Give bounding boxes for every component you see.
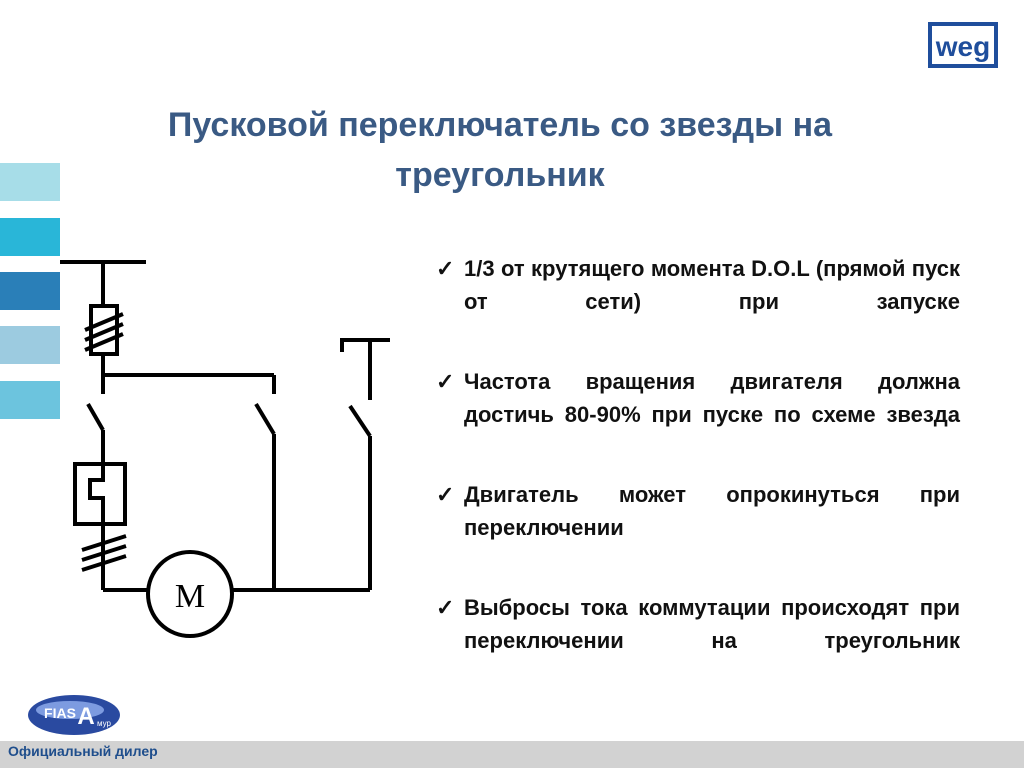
fias-amur-logo: FIAS A мур — [28, 695, 120, 735]
check-icon: ✓ — [436, 482, 455, 507]
bullet-item: ✓ Двигатель может опрокинуться при перек… — [436, 478, 960, 577]
bullet-text: 1/3 от крутящего момента D.O.L (прямой п… — [464, 256, 960, 314]
star-delta-circuit-diagram: M — [60, 260, 390, 638]
dealer-label: Официальный дилер — [8, 743, 158, 759]
stripe-1 — [0, 163, 60, 201]
slide-title: Пусковой переключатель со звезды на треу… — [0, 100, 1000, 200]
stripe-3 — [0, 272, 60, 310]
bullet-list: ✓ 1/3 от крутящего момента D.O.L (прямой… — [436, 252, 960, 704]
check-icon: ✓ — [436, 369, 455, 394]
weg-logo-text: weg — [935, 31, 990, 62]
stripe-5 — [0, 381, 60, 419]
bullet-item: ✓ Частота вращения двигателя должна дост… — [436, 365, 960, 464]
thermal-relay — [73, 462, 127, 526]
check-icon: ✓ — [436, 595, 455, 620]
bullet-item: ✓ Выбросы тока коммутации происходят при… — [436, 591, 960, 690]
bullet-text: Частота вращения двигателя должна достич… — [464, 369, 960, 427]
fias-logo-text: FIAS — [44, 705, 76, 721]
title-line-1: Пусковой переключатель со звезды на — [167, 106, 833, 144]
motor-label: M — [175, 578, 205, 615]
bullet-item: ✓ 1/3 от крутящего момента D.O.L (прямой… — [436, 252, 960, 351]
check-icon: ✓ — [436, 256, 455, 281]
title-line-2: треугольник — [395, 156, 605, 194]
bullet-text: Двигатель может опрокинуться при переклю… — [464, 482, 960, 540]
motor — [146, 550, 234, 638]
weg-logo: weg — [928, 22, 998, 68]
contact-1 — [86, 403, 105, 431]
stripe-2 — [0, 218, 60, 256]
fias-logo-sub: мур — [97, 719, 112, 728]
bullet-text: Выбросы тока коммутации происходят при п… — [464, 595, 960, 653]
footer-bar — [0, 741, 1024, 768]
contact-3 — [348, 404, 372, 438]
stripe-4 — [0, 326, 60, 364]
contact-2 — [254, 402, 276, 436]
fias-logo-letter: A — [77, 703, 94, 730]
